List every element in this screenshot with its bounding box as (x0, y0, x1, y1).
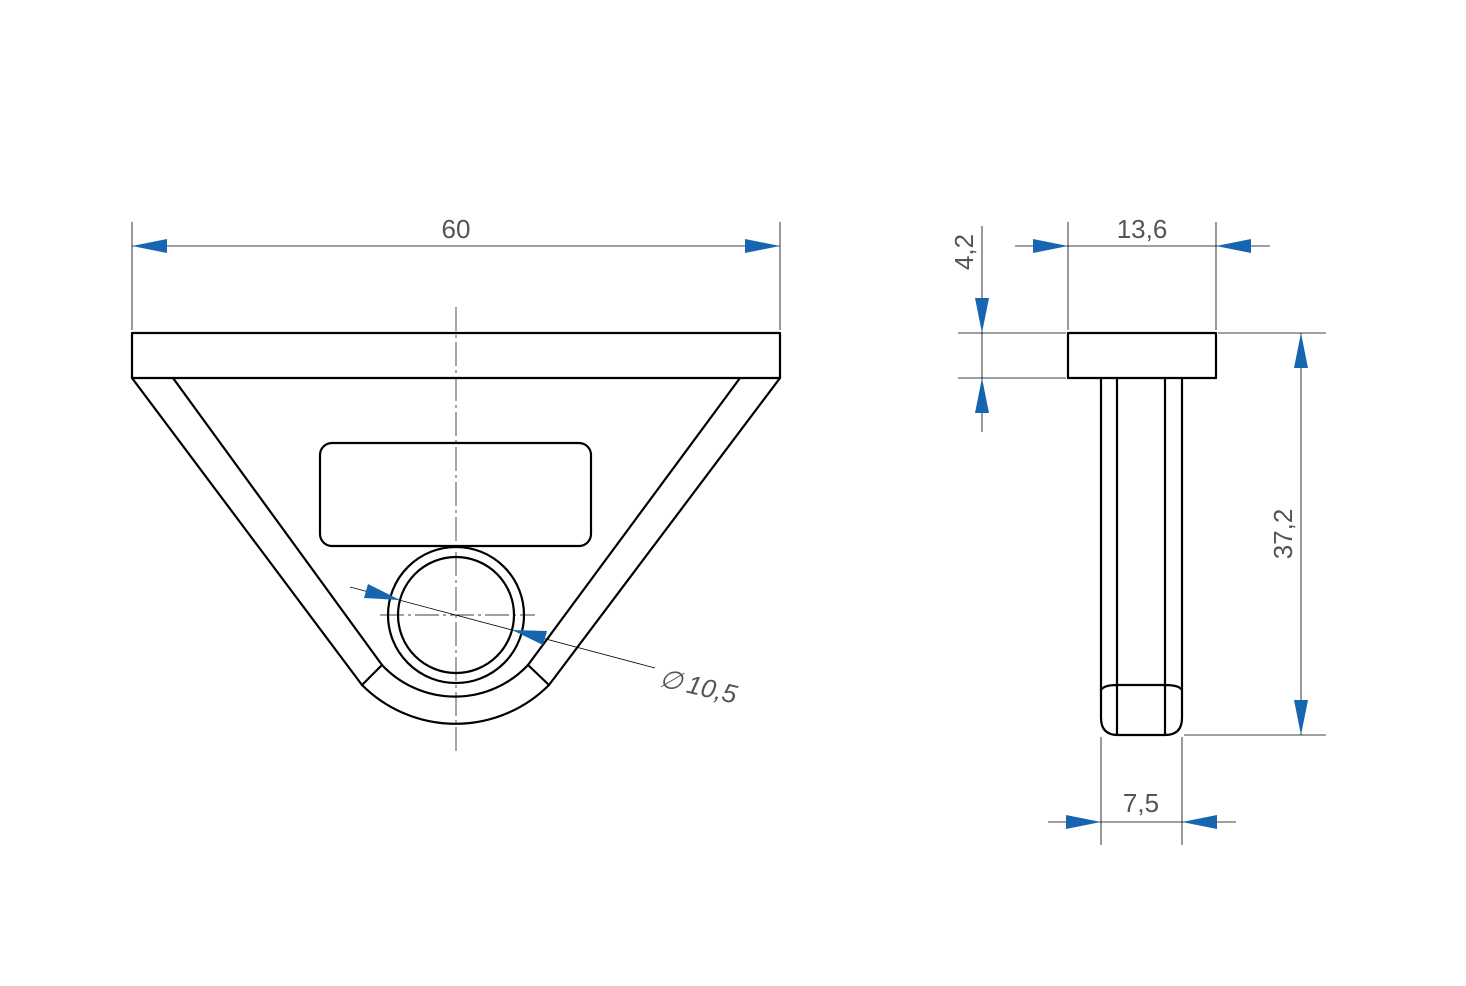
side-body-inner (1115, 376, 1167, 689)
arrow-head (512, 630, 547, 645)
dim-label-37-2: 37,2 (1268, 509, 1298, 560)
dim-head-width: 13,6 (1015, 214, 1270, 330)
front-view (130, 307, 782, 752)
dim-head-thickness: 4,2 (949, 226, 1066, 432)
dim-label-10-5: 10,5 (684, 669, 741, 710)
arrow-head (1182, 815, 1217, 829)
side-head (1066, 331, 1218, 380)
arrow-head (745, 239, 780, 253)
dim-body-width: 7,5 (1048, 737, 1236, 845)
front-body-inner (171, 376, 742, 698)
dim-body-height: 37,2 (1184, 332, 1326, 736)
front-window (318, 441, 593, 548)
dim-front-width: 60 (131, 214, 781, 330)
arrow-head (1294, 700, 1308, 735)
front-fillet-left (360, 663, 384, 687)
side-body-tip (1099, 683, 1184, 737)
arrow-head (1066, 815, 1101, 829)
arrow-head (1216, 239, 1251, 253)
front-body-outline (130, 376, 782, 725)
arrow-head (1033, 239, 1068, 253)
dim-label-60: 60 (442, 214, 471, 244)
dim-label-13-6: 13,6 (1117, 214, 1168, 244)
arrow-head (975, 298, 989, 333)
arrow-head (1294, 333, 1308, 368)
arrow-head (132, 239, 167, 253)
arrow-head (975, 378, 989, 413)
side-view (1066, 331, 1218, 737)
arrow-head (364, 584, 400, 600)
front-fillet-right (526, 663, 551, 687)
dim-label-7-5: 7,5 (1123, 788, 1159, 818)
side-body-outline (1099, 376, 1184, 737)
dim-diameter-symbol: ∅ (657, 663, 687, 698)
dim-label-4-2: 4,2 (949, 234, 979, 270)
